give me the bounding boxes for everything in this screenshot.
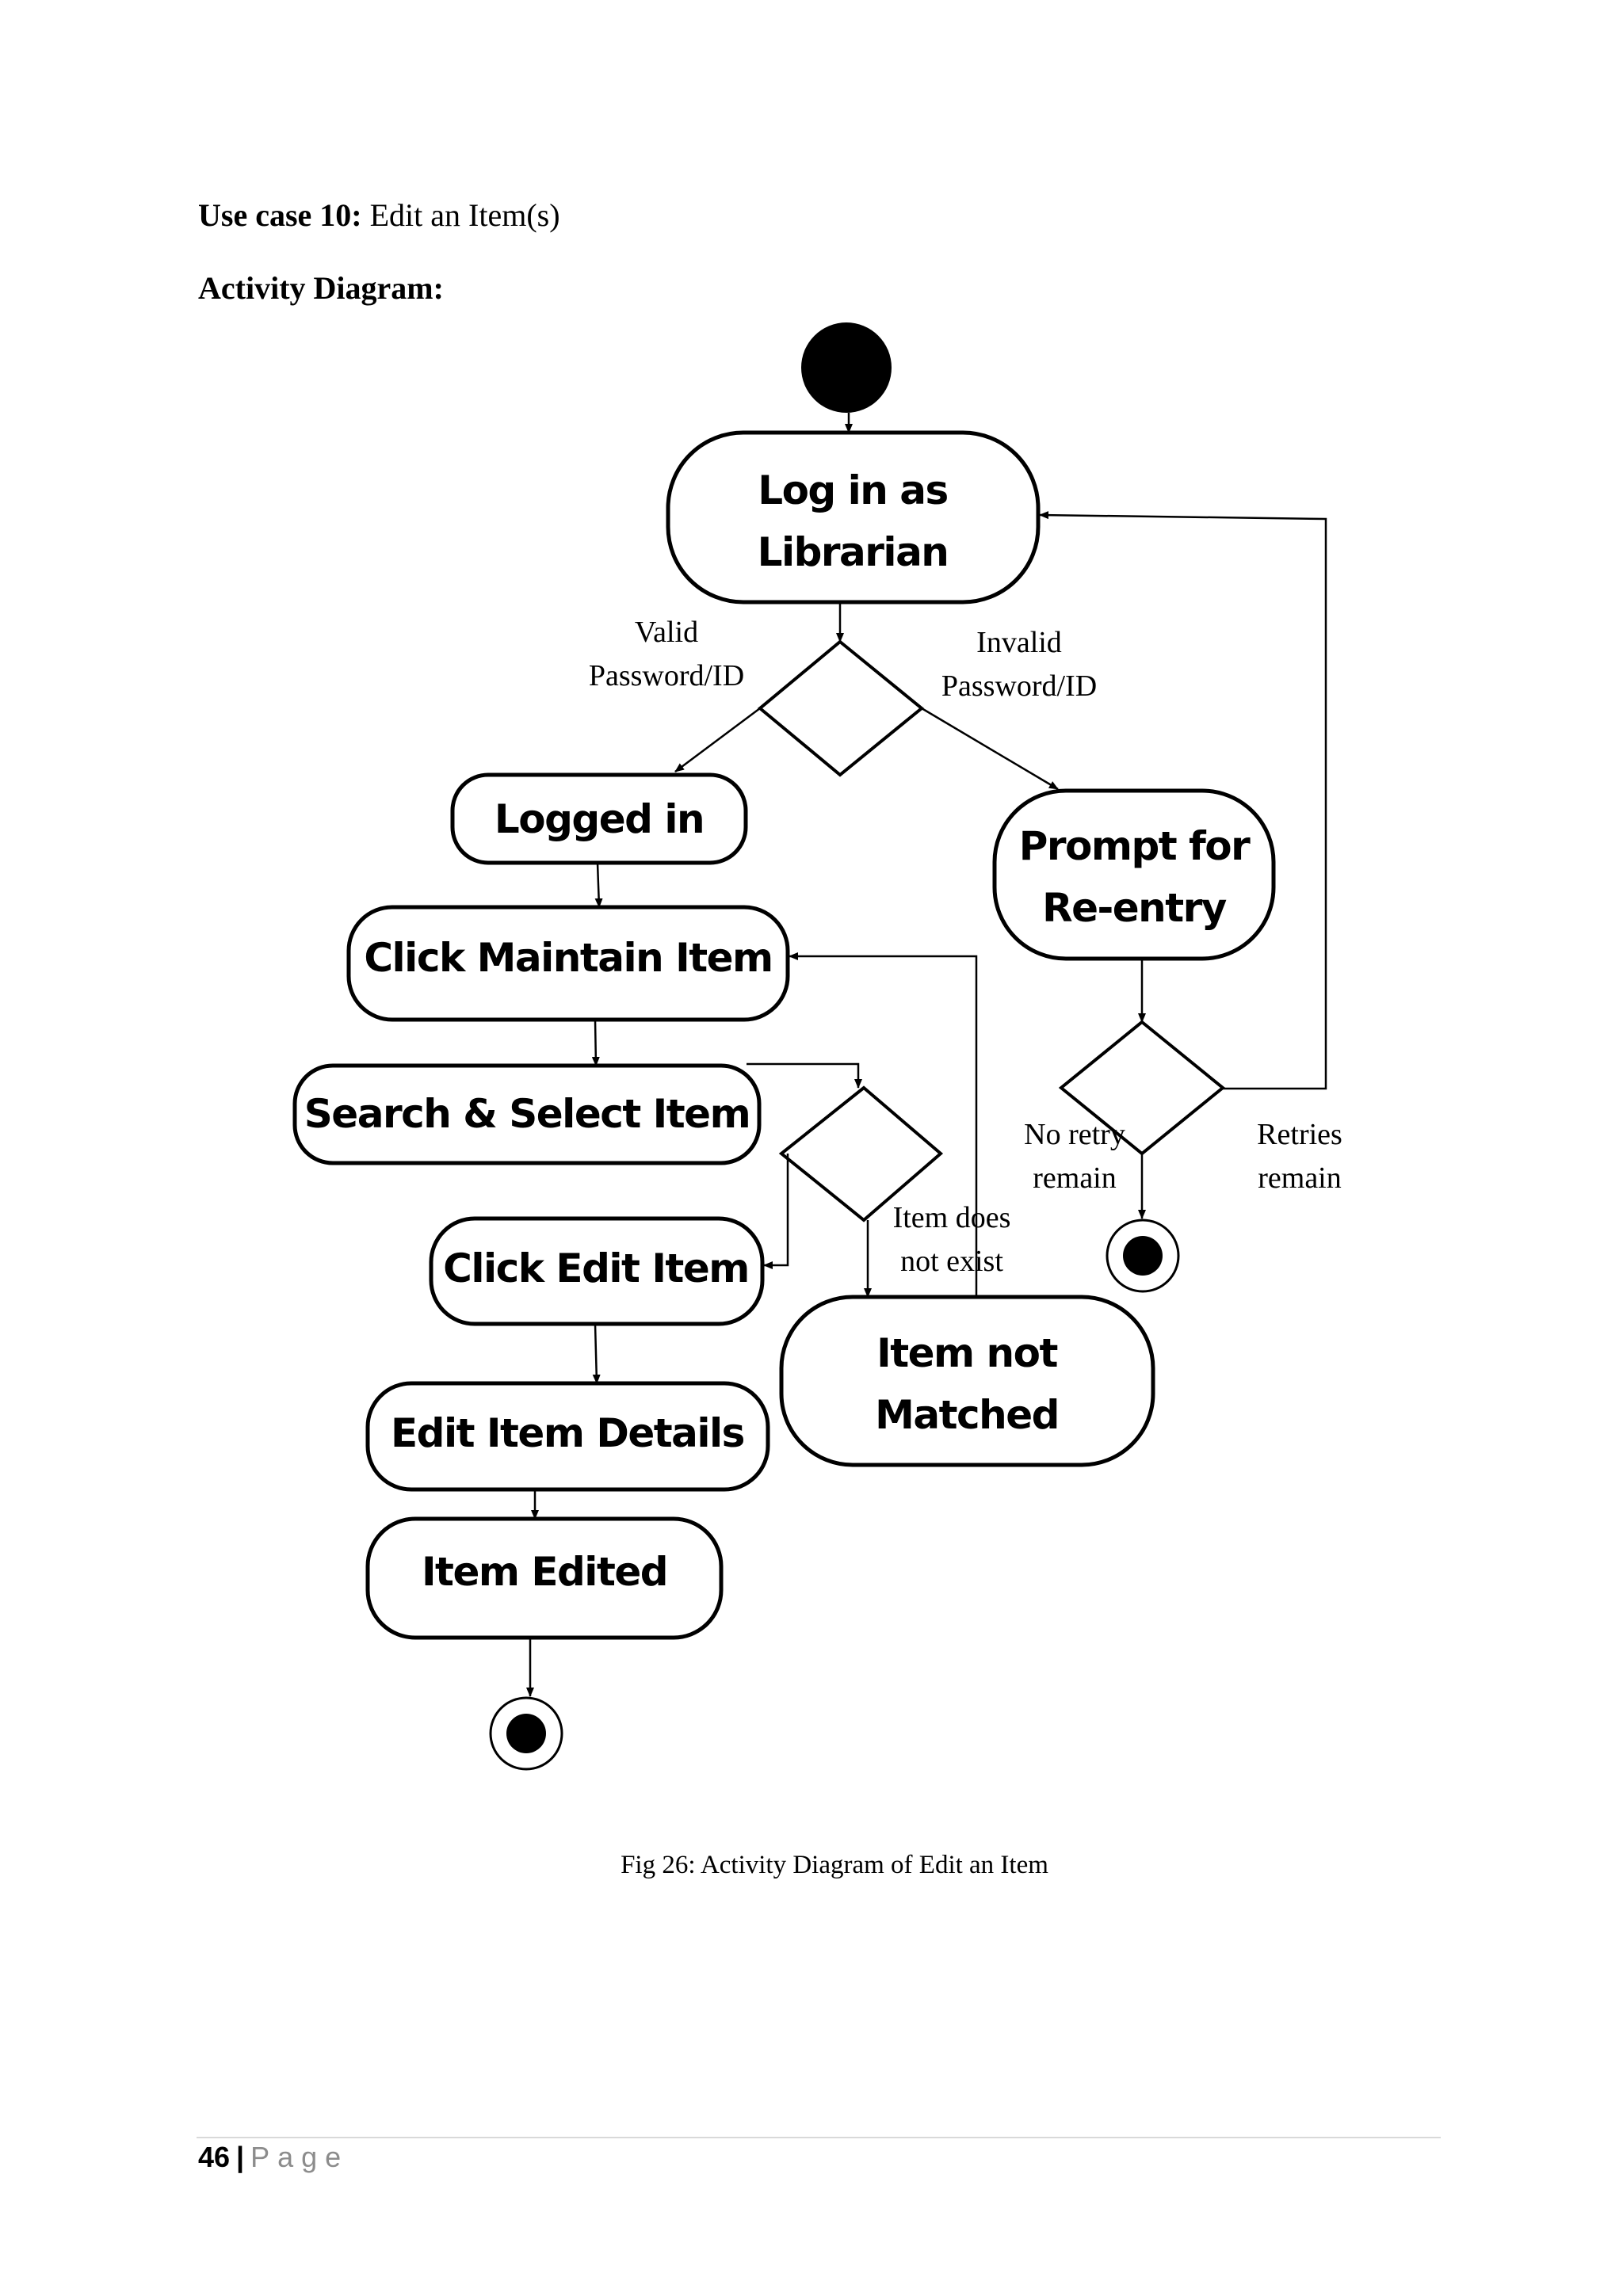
page-separator: | <box>236 2141 245 2173</box>
action-login-label-line: Librarian <box>758 529 949 575</box>
action-search-select-item: Search & Select Item <box>292 1063 762 1165</box>
edge-logged-in-to-maintain <box>594 862 603 908</box>
action-click-edit-item-label: Click Edit Item <box>443 1245 749 1291</box>
edge-invalid-to-prompt <box>921 707 1059 791</box>
edge-label-item-not-exist-line: not exist <box>900 1245 1003 1278</box>
edge-maintain-to-search <box>591 1019 600 1066</box>
action-click-maintain-item-label: Click Maintain Item <box>364 935 772 981</box>
use-case-title: Edit an Item(s) <box>361 197 560 233</box>
edge-click-edit-to-details <box>592 1323 601 1384</box>
decision-item-exists <box>778 1085 944 1222</box>
page-number: 46 <box>198 2141 231 2173</box>
edge-label-invalid-line: Invalid <box>976 626 1062 659</box>
edge-label-retries-line: Retries <box>1257 1118 1342 1151</box>
edge-search-to-decision <box>747 1062 862 1089</box>
edge-not-matched-to-maintain <box>789 952 978 1297</box>
use-case-number: Use case 10: <box>198 197 362 233</box>
decision-login <box>757 639 925 777</box>
action-prompt-reentry-label-line: Re-entry <box>1042 885 1227 931</box>
action-item-not-matched-label-line: Item not <box>876 1330 1057 1376</box>
end-node-no-retry <box>1106 1219 1180 1293</box>
edge-retries-to-login <box>1039 511 1327 1090</box>
action-item-edited-label: Item Edited <box>422 1549 667 1595</box>
action-logged-in: Logged in <box>450 772 748 865</box>
edge-label-valid-line: Password/ID <box>589 659 744 692</box>
action-click-maintain-item-label-line: Click Maintain Item <box>364 935 772 981</box>
action-login: Log in as Librarian <box>666 430 1041 605</box>
edge-label-invalid-line: Password/ID <box>941 669 1097 703</box>
action-prompt-reentry-label-line: Prompt for <box>1019 823 1251 869</box>
edge-label-no-retry-line: No retry <box>1024 1118 1125 1151</box>
action-search-select-item-label: Search & Select Item <box>304 1091 750 1137</box>
page-word: Page <box>250 2141 349 2173</box>
page-footer: 46|Page <box>198 2141 349 2174</box>
use-case-heading: Use case 10: Edit an Item(s) <box>198 196 560 234</box>
action-edit-item-details: Edit Item Details <box>365 1381 770 1492</box>
action-edit-item-details-label: Edit Item Details <box>391 1410 744 1456</box>
action-click-maintain-item: Click Maintain Item <box>346 905 790 1022</box>
action-item-edited: Item Edited <box>365 1516 724 1640</box>
edge-label-retries-line: remain <box>1258 1161 1342 1195</box>
action-login-label-line: Log in as <box>758 467 948 513</box>
action-login-label: Log in as Librarian <box>758 467 949 575</box>
edge-label-valid-line: Valid <box>635 616 698 649</box>
end-node-main <box>489 1696 563 1771</box>
edge-label-no-retry: No retry remain <box>1024 1118 1125 1195</box>
action-click-edit-item-label-line: Click Edit Item <box>443 1245 749 1291</box>
action-search-select-item-label-line: Search & Select Item <box>304 1091 750 1137</box>
action-logged-in-label: Logged in <box>495 796 704 842</box>
figure-caption: Fig 26: Activity Diagram of Edit an Item <box>621 1851 1048 1879</box>
edge-decision-to-click-edit <box>763 1154 789 1269</box>
edge-label-item-not-exist-line: Item does <box>893 1201 1011 1234</box>
action-item-not-matched-label-line: Matched <box>875 1392 1059 1438</box>
action-logged-in-label-line: Logged in <box>495 796 704 842</box>
edge-valid-to-logged-in <box>674 707 761 773</box>
edge-label-retries: Retries remain <box>1257 1118 1342 1195</box>
action-edit-item-details-label-line: Edit Item Details <box>391 1410 744 1456</box>
section-title: Activity Diagram: <box>198 270 444 306</box>
edge-label-no-retry-line: remain <box>1033 1161 1117 1195</box>
action-click-edit-item: Click Edit Item <box>429 1216 765 1326</box>
action-item-edited-label-line: Item Edited <box>422 1549 667 1595</box>
edge-label-item-not-exist: Item does not exist <box>893 1201 1011 1278</box>
footer-divider <box>197 2137 1441 2138</box>
start-node <box>801 322 892 413</box>
